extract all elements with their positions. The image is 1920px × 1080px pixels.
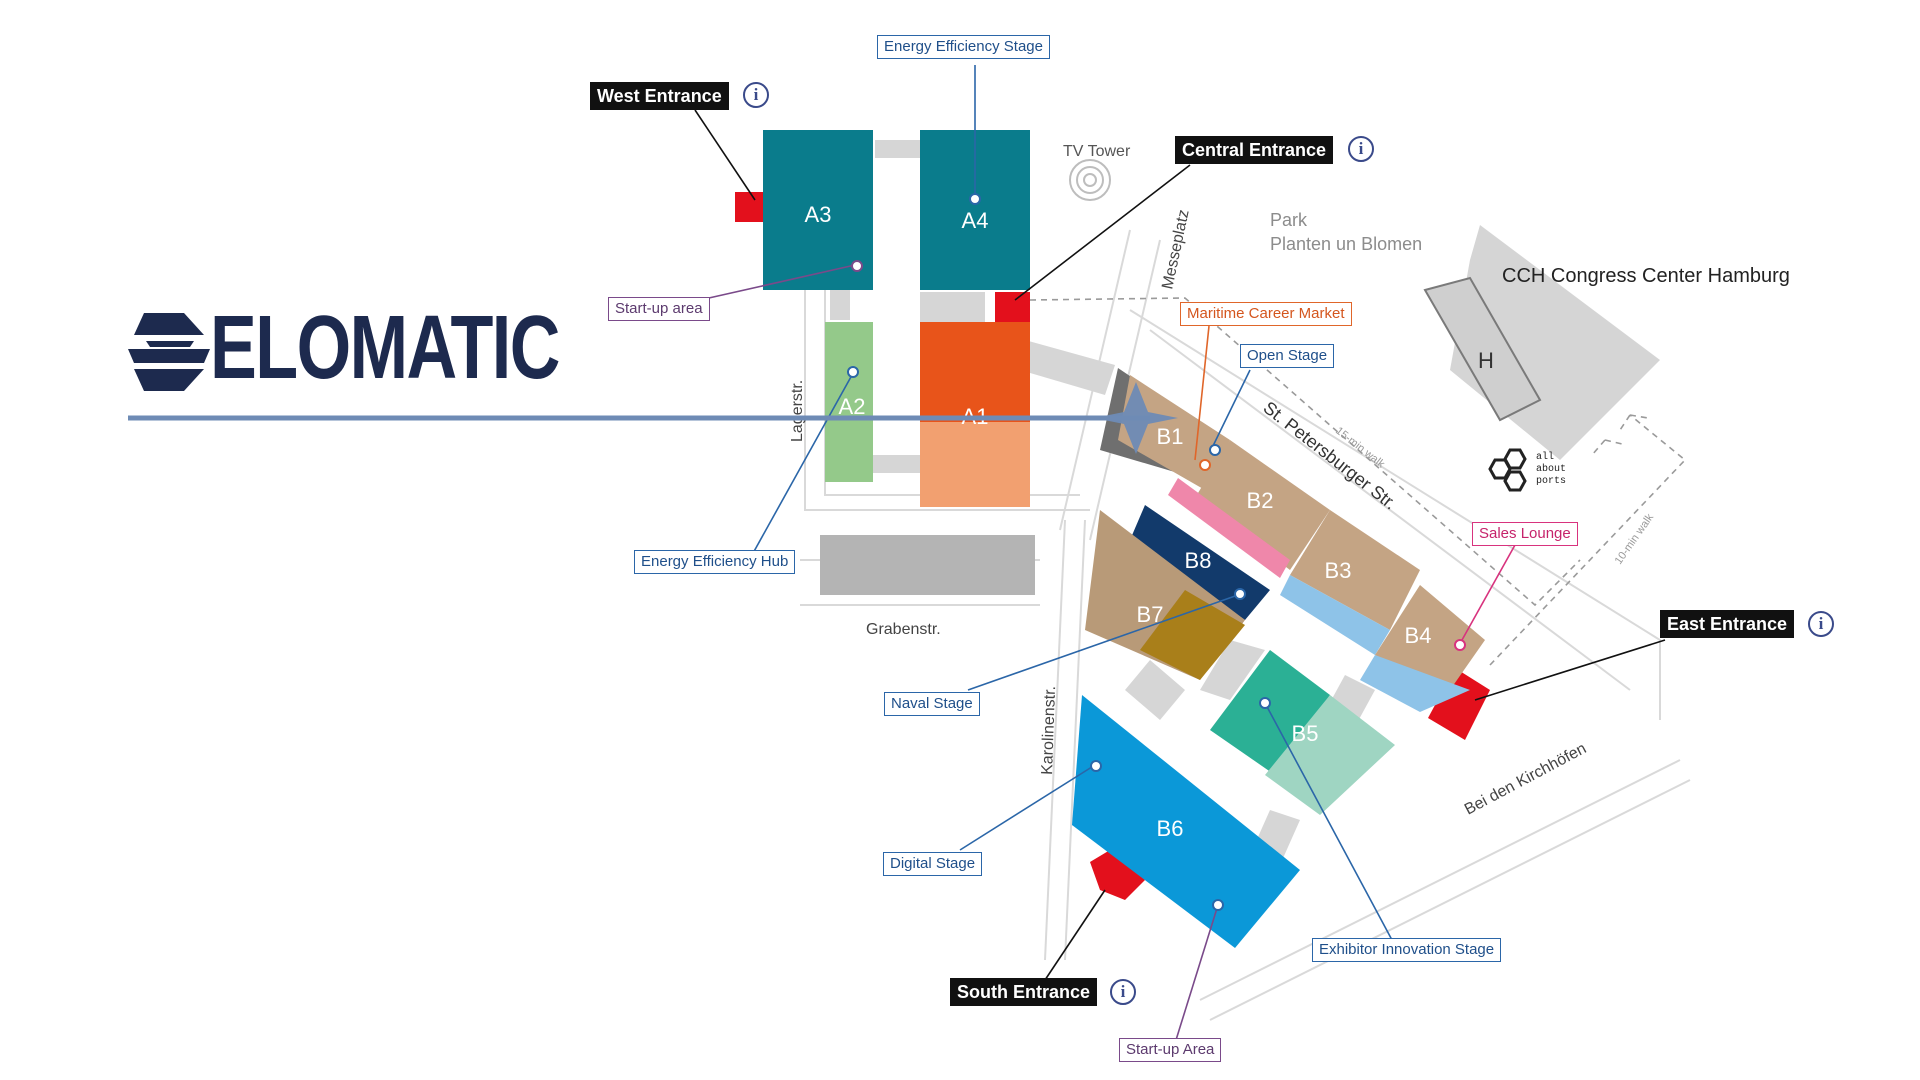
digital-stage-tag[interactable]: Digital Stage <box>883 852 983 876</box>
hall-b1-label: B1 <box>1157 424 1184 449</box>
walk-routes <box>1029 297 1687 666</box>
energy-efficiency-hub-tag[interactable]: Energy Efficiency Hub <box>634 550 796 574</box>
all-about-ports-icon <box>1488 448 1527 492</box>
hall-a1-bottom[interactable] <box>920 422 1030 507</box>
park-label-line1: Park <box>1270 210 1308 230</box>
central-entrance-label[interactable]: Central Entrance <box>1175 136 1334 164</box>
elomatic-emblem-icon <box>128 313 210 391</box>
street-bei-den-kirchhoefen: Bei den Kirchhöfen <box>1462 740 1589 818</box>
hall-a4-label: A4 <box>962 208 989 233</box>
hall-b4[interactable] <box>1375 585 1485 690</box>
hall-b8-label: B8 <box>1185 548 1212 573</box>
elomatic-wordmark: ELOMATIC <box>210 298 560 398</box>
b4-blue-strip <box>1360 655 1470 712</box>
hall-a1-top[interactable] <box>920 322 1030 422</box>
street-lagerstr: Lagerstr. <box>789 380 806 442</box>
hall-b2-label: B2 <box>1247 488 1274 513</box>
east-entrance-label[interactable]: East Entrance <box>1660 610 1795 638</box>
hall-a3-label: A3 <box>805 202 832 227</box>
park-label-line2: Planten un Blomen <box>1270 234 1422 254</box>
all-about-ports-1: all <box>1536 451 1554 463</box>
b2-pink-strip <box>1168 478 1290 578</box>
cch-label: CCH Congress Center Hamburg <box>1502 265 1790 287</box>
naval-stage-tag[interactable]: Naval Stage <box>884 692 980 716</box>
hall-b4-label: B4 <box>1405 623 1432 648</box>
hall-a2[interactable] <box>825 322 873 482</box>
leader-lines <box>694 65 1666 1041</box>
hall-h[interactable] <box>1423 276 1542 422</box>
hall-b3[interactable] <box>1290 510 1420 630</box>
hall-b5-label: B5 <box>1292 721 1319 746</box>
south-entrance-label[interactable]: South Entrance <box>950 978 1098 1006</box>
central-entrance-block <box>995 292 1030 322</box>
hall-b7-ochre[interactable] <box>1140 590 1245 680</box>
walk-10-label: 10-min walk <box>1613 511 1657 566</box>
maritime-career-market-tag[interactable]: Maritime Career Market <box>1180 302 1352 326</box>
hall-a2-label: A2 <box>839 394 866 419</box>
hall-b6-label: B6 <box>1157 816 1184 841</box>
tv-tower-label: TV Tower <box>1063 143 1131 160</box>
startup-area-a-tag[interactable]: Start-up area <box>608 297 710 321</box>
street-karolinenstr: Karolinenstr. <box>1039 686 1059 775</box>
all-about-ports-2: about <box>1536 463 1566 475</box>
hall-b3-label: B3 <box>1325 558 1352 583</box>
south-entrance-info-icon[interactable]: i <box>1110 979 1136 1005</box>
b3-blue-strip <box>1280 575 1390 655</box>
tv-tower-icon <box>1069 159 1111 201</box>
grey-hall-block <box>820 535 1035 595</box>
elomatic-star-marker <box>1094 382 1178 454</box>
east-entrance-block <box>1428 668 1490 740</box>
west-entrance-label[interactable]: West Entrance <box>590 82 729 110</box>
stage-markers <box>847 193 1466 911</box>
street-messeplatz: Messeplatz <box>1159 208 1192 291</box>
central-entrance-info-icon[interactable]: i <box>1348 136 1374 162</box>
south-entrance-block <box>1090 850 1145 900</box>
energy-efficiency-stage-tag[interactable]: Energy Efficiency Stage <box>877 35 1050 59</box>
sales-lounge-tag[interactable]: Sales Lounge <box>1472 522 1578 546</box>
street-grabenstr: Grabenstr. <box>866 621 941 638</box>
east-entrance-info-icon[interactable]: i <box>1808 611 1834 637</box>
hall-b5-light[interactable] <box>1265 695 1395 815</box>
hall-h-label: H <box>1478 348 1494 373</box>
hall-b2[interactable] <box>1195 440 1330 570</box>
all-about-ports-3: ports <box>1536 476 1566 487</box>
exhibitor-innovation-stage-tag[interactable]: Exhibitor Innovation Stage <box>1312 938 1502 962</box>
startup-area-b-tag[interactable]: Start-up Area <box>1119 1038 1222 1062</box>
open-stage-tag[interactable]: Open Stage <box>1240 344 1335 368</box>
hall-b6[interactable] <box>1072 695 1300 948</box>
west-entrance-block <box>735 192 763 222</box>
west-entrance-info-icon[interactable]: i <box>743 82 769 108</box>
